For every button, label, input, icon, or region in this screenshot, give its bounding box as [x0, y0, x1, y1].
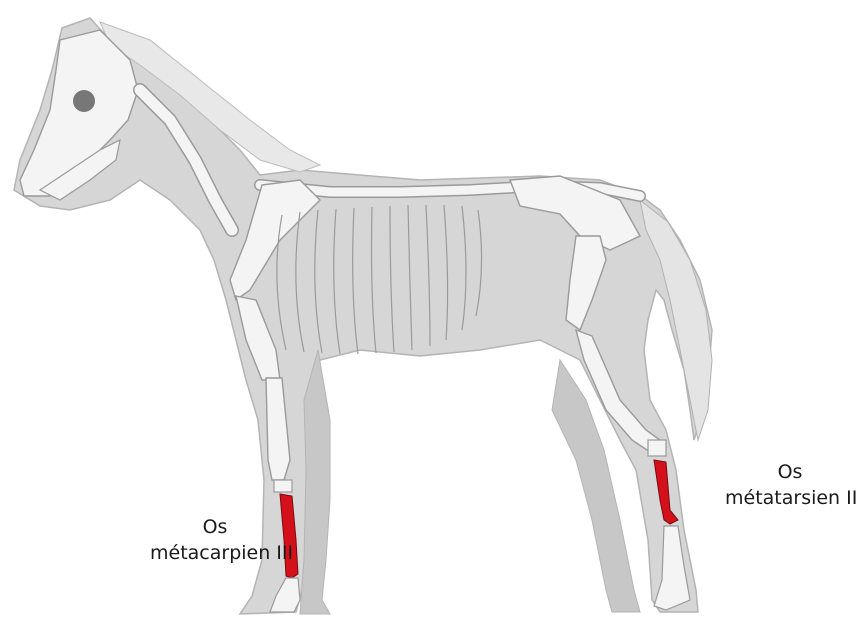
metatarsal-label-line2: métatarsien III — [725, 485, 855, 511]
tarsus — [648, 440, 666, 456]
carpus — [274, 480, 292, 492]
metacarpal-label: Os métacarpien III — [150, 514, 280, 566]
metacarpal-label-line1: Os — [150, 514, 280, 540]
metatarsal-label-line1: Os — [725, 459, 855, 485]
eye-socket — [73, 90, 95, 112]
metacarpal-label-line2: métacarpien III — [150, 540, 280, 566]
metatarsal-label: Os métatarsien III — [725, 459, 855, 511]
